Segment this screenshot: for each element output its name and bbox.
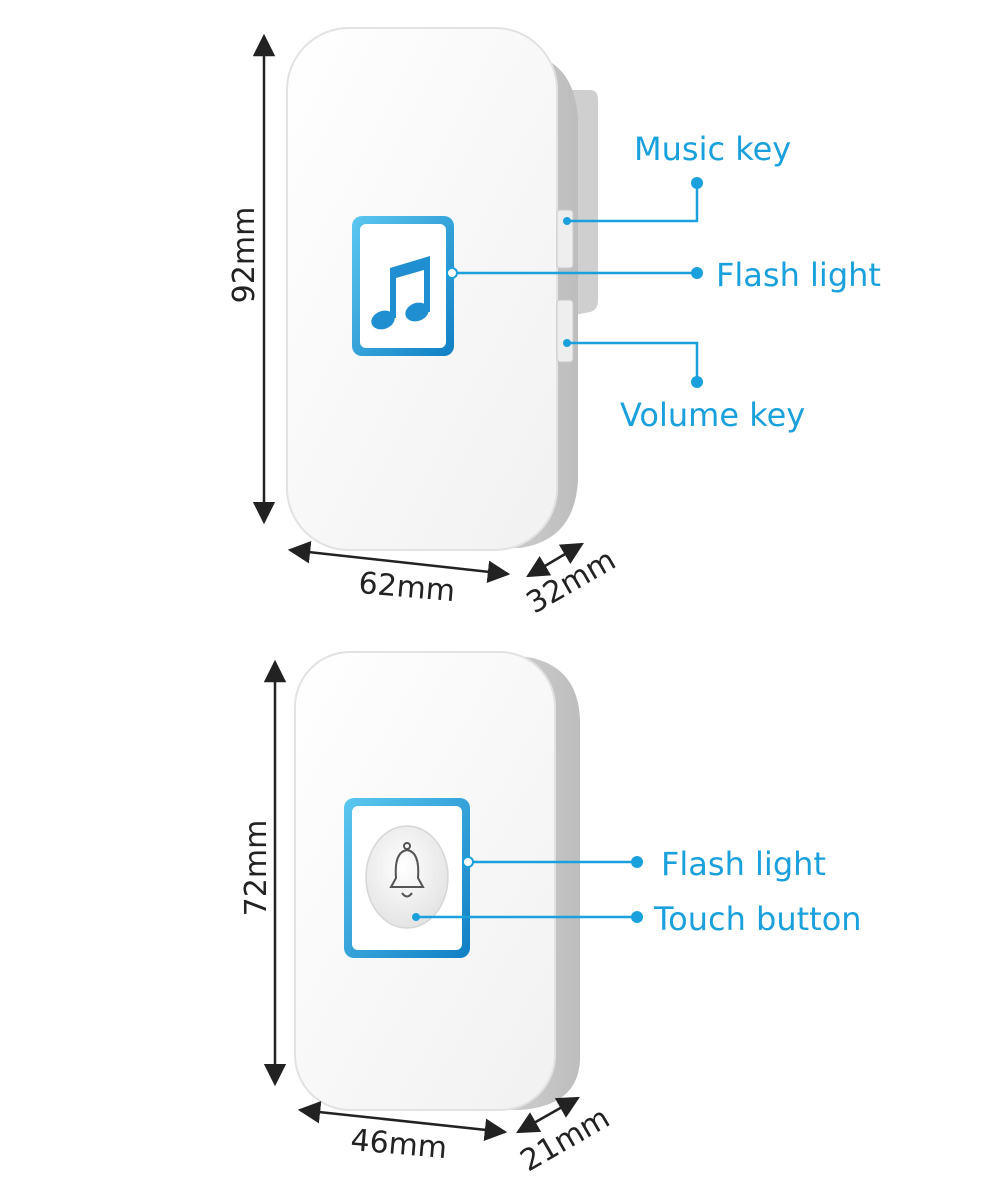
- transmitter-unit: [294, 651, 580, 1111]
- receiver-width-arrow: [287, 541, 511, 583]
- receiver-unit: [286, 27, 598, 551]
- volume-key-dot: [691, 376, 703, 388]
- touch-button-anchor-dot: [412, 913, 420, 921]
- touch-button-dot: [631, 911, 643, 923]
- transmitter-flash-light-label: Flash light: [661, 845, 826, 883]
- touch-button[interactable]: [365, 825, 449, 929]
- transmitter-height-label: 72mm: [239, 820, 274, 917]
- receiver-dimensions: [252, 33, 584, 583]
- volume-key-button[interactable]: [556, 299, 574, 363]
- transmitter-width-arrow: [297, 1100, 508, 1142]
- transmitter-depth-arrow: [516, 1096, 580, 1134]
- music-key-dot: [691, 177, 703, 189]
- volume-key-anchor-dot: [563, 339, 571, 347]
- music-key-button[interactable]: [556, 209, 574, 269]
- receiver-height-label: 92mm: [227, 207, 262, 304]
- transmitter-width-label: 46mm: [349, 1123, 448, 1166]
- receiver-width-label: 62mm: [357, 566, 456, 609]
- receiver-flash-light-inner: [360, 224, 446, 348]
- touch-button-label: Touch button: [653, 900, 862, 938]
- transmitter-flash-light-anchor-dot: [462, 856, 474, 868]
- music-note-icon: [371, 256, 430, 330]
- receiver-flash-light-label: Flash light: [716, 256, 881, 294]
- volume-key-label: Volume key: [620, 396, 805, 434]
- receiver-flash-light-anchor-dot: [446, 267, 458, 279]
- receiver-depth-arrow: [526, 542, 584, 578]
- transmitter-depth-label: 21mm: [515, 1100, 616, 1179]
- transmitter-dimensions: [263, 659, 580, 1142]
- music-key-anchor-dot: [563, 217, 571, 225]
- receiver-depth-label: 32mm: [521, 542, 622, 621]
- receiver-flash-light-dot: [691, 267, 703, 279]
- music-key-label: Music key: [634, 130, 791, 168]
- transmitter-callouts: [412, 856, 643, 923]
- bell-icon: [389, 842, 425, 898]
- transmitter-flash-light-dot: [631, 856, 643, 868]
- music-key-leader: [567, 183, 699, 223]
- volume-key-leader: [567, 341, 699, 382]
- receiver-callouts: [446, 177, 703, 388]
